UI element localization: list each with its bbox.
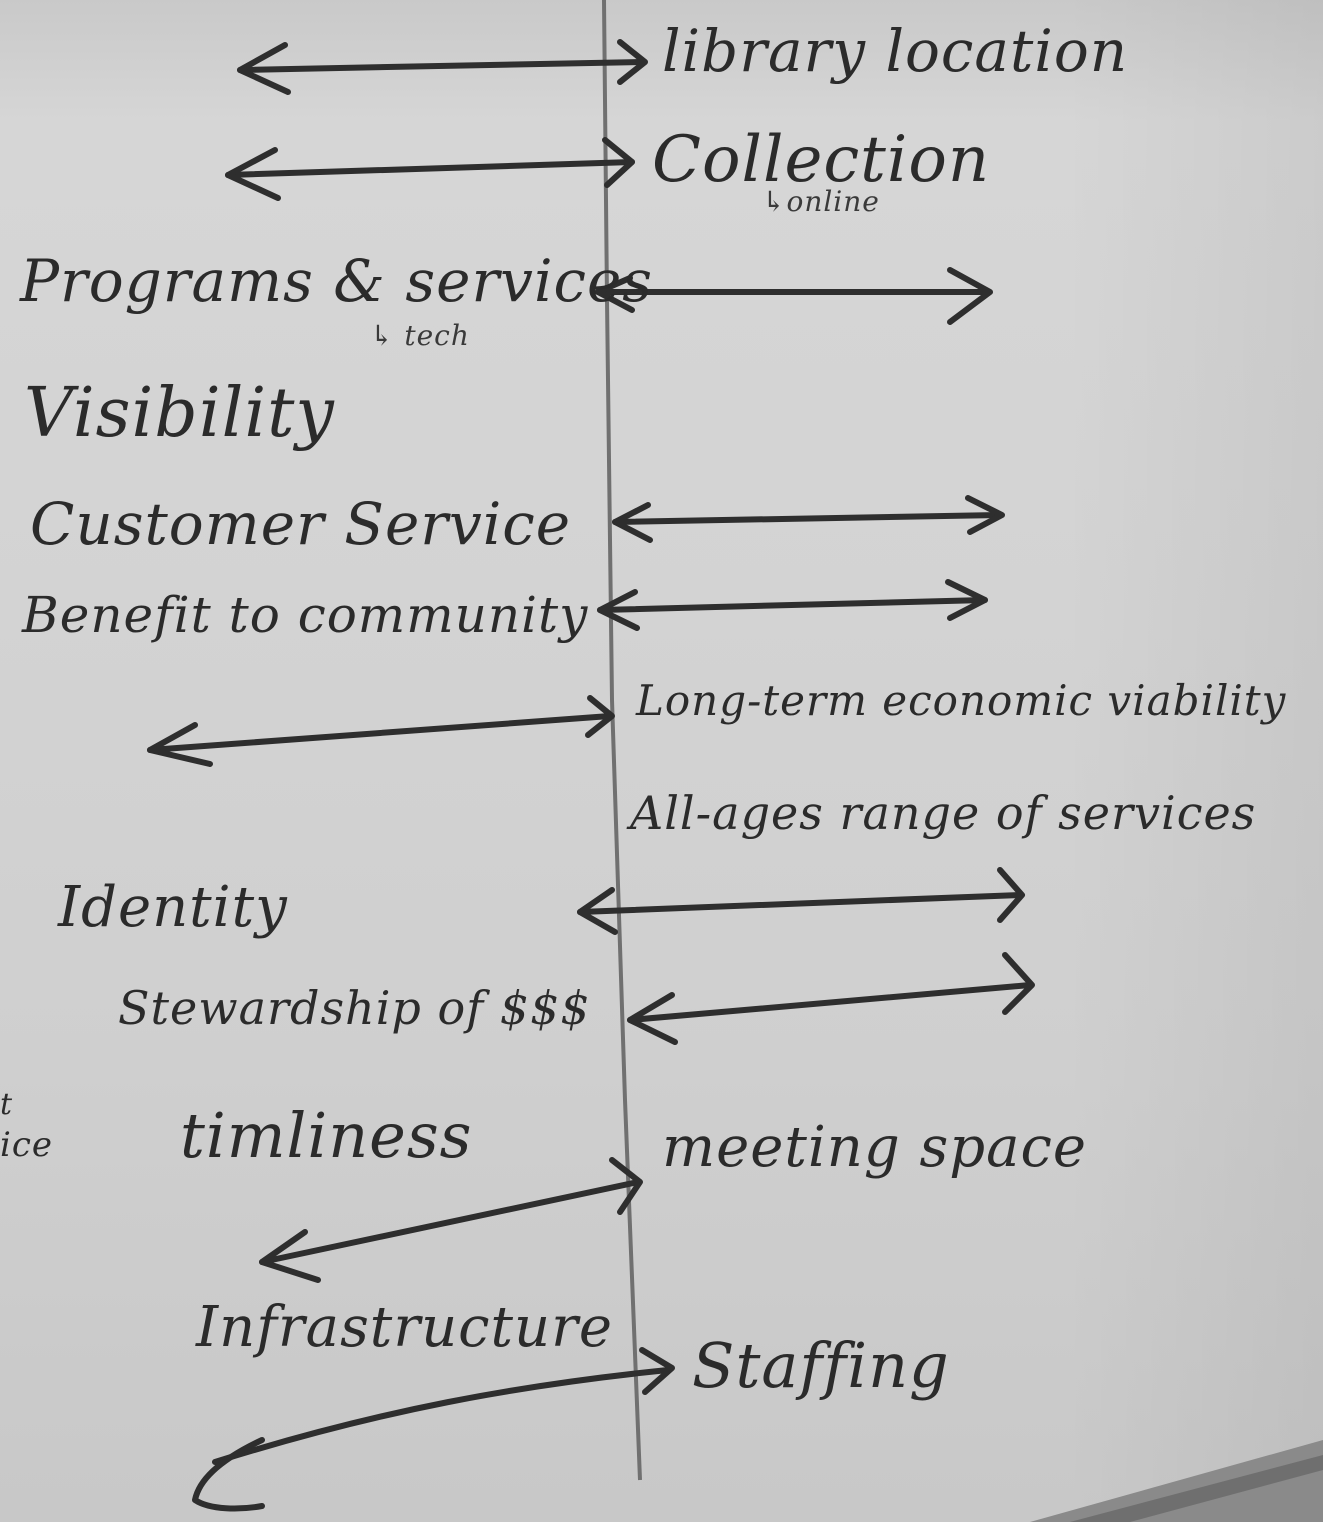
label-infrastructure: Infrastructure	[196, 1295, 613, 1360]
label-visibility: Visibility	[24, 374, 335, 453]
arrow-collection	[225, 137, 635, 201]
label-programs-services: Programs & services	[20, 247, 654, 315]
edge-fragment-line2: ice	[0, 1125, 54, 1165]
arrow-staffing	[192, 1347, 675, 1512]
arrow-long-term	[147, 695, 615, 767]
label-all-ages-services: All-ages range of services	[630, 786, 1257, 840]
label-programs-tech-note: ↳ tech	[370, 319, 470, 352]
label-meeting-space: meeting space	[662, 1115, 1087, 1180]
arrow-meeting-space	[259, 1157, 643, 1283]
label-timliness: timliness	[180, 1099, 473, 1172]
label-library-location: library location	[662, 17, 1129, 85]
label-customer-service: Customer Service	[30, 490, 572, 558]
label-benefit-community: Benefit to community	[22, 586, 589, 644]
arrow-programs-services	[595, 267, 993, 325]
arrow-identity	[577, 867, 1025, 935]
arrow-customer-service	[612, 495, 1005, 543]
label-collection-online-note: ↳online	[762, 185, 880, 218]
label-collection: Collection	[652, 123, 991, 197]
label-stewardship: Stewardship of $$$	[118, 981, 591, 1035]
arrow-stewardship	[627, 952, 1035, 1045]
label-identity: Identity	[58, 875, 288, 940]
arrow-benefit-community	[597, 579, 988, 631]
edge-fragment-line1: t	[0, 1087, 14, 1122]
lighting-shade	[1063, 0, 1323, 1522]
arrow-library-location	[237, 39, 648, 95]
label-staffing: Staffing	[692, 1329, 950, 1402]
label-long-term-viability: Long-term economic viability	[636, 676, 1287, 725]
